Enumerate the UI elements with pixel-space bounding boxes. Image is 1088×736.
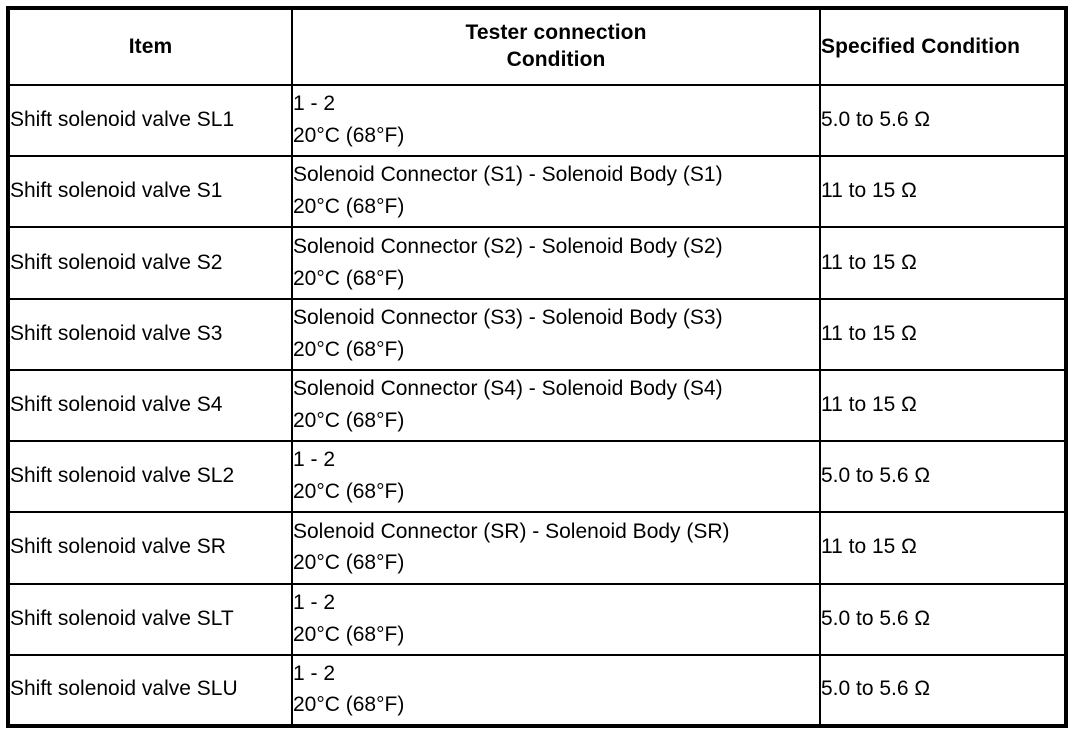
cell-connection-text: Solenoid Connector (S2) - Solenoid Body … [293,234,723,258]
cell-condition-text: 20°C (68°F) [293,195,405,219]
cell-specified-condition: 11 to 15 Ω [819,226,1067,300]
specification-table-container: Item Tester connection Condition Specifi… [6,6,1068,728]
table-row: Shift solenoid valve S3 Solenoid Connect… [7,297,1067,371]
table-row: Shift solenoid valve S1 Solenoid Connect… [7,155,1067,229]
cell-condition-text: 20°C (68°F) [293,480,405,504]
solenoid-specification-table: Item Tester connection Condition Specifi… [6,6,1068,728]
cell-specified-condition: 5.0 to 5.6 Ω [819,653,1067,728]
cell-connection-text: 1 - 2 [293,448,336,472]
cell-condition-text: 20°C (68°F) [293,266,405,290]
column-header-tester-connection-line2: Condition [506,48,606,71]
cell-item: Shift solenoid valve SR [7,511,293,585]
column-header-specified-condition: Specified Condition [819,7,1067,86]
cell-item: Shift solenoid valve S3 [7,297,293,371]
cell-specified-condition: 5.0 to 5.6 Ω [819,582,1067,656]
cell-condition-text: 20°C (68°F) [293,693,405,717]
column-header-item: Item [7,7,293,86]
cell-connection-text: 1 - 2 [293,92,336,116]
cell-item: Shift solenoid valve SL1 [7,83,293,158]
cell-connection-text: Solenoid Connector (S4) - Solenoid Body … [293,377,723,401]
cell-condition-text: 20°C (68°F) [293,124,405,148]
cell-connection-text: Solenoid Connector (S3) - Solenoid Body … [293,305,723,329]
cell-tester-connection: Solenoid Connector (S2) - Solenoid Body … [291,226,821,300]
cell-tester-connection: Solenoid Connector (SR) - Solenoid Body … [291,511,821,585]
cell-condition-text: 20°C (68°F) [293,337,405,361]
cell-item: Shift solenoid valve SL2 [7,440,293,514]
cell-item: Shift solenoid valve S2 [7,226,293,300]
cell-item: Shift solenoid valve SLT [7,582,293,656]
cell-specified-condition: 11 to 15 Ω [819,511,1067,585]
cell-specified-condition: 5.0 to 5.6 Ω [819,83,1067,158]
cell-tester-connection: 1 - 2 20°C (68°F) [291,83,821,158]
table-row: Shift solenoid valve SLT 1 - 2 20°C (68°… [7,582,1067,656]
table-body: Shift solenoid valve SL1 1 - 2 20°C (68°… [7,83,1067,728]
cell-tester-connection: Solenoid Connector (S3) - Solenoid Body … [291,297,821,371]
table-header: Item Tester connection Condition Specifi… [7,7,1067,86]
table-header-row: Item Tester connection Condition Specifi… [7,7,1067,86]
cell-connection-text: 1 - 2 [293,590,336,614]
cell-item: Shift solenoid valve S1 [7,155,293,229]
cell-connection-text: Solenoid Connector (SR) - Solenoid Body … [293,519,730,543]
table-row: Shift solenoid valve S2 Solenoid Connect… [7,226,1067,300]
cell-specified-condition: 11 to 15 Ω [819,155,1067,229]
cell-connection-text: Solenoid Connector (S1) - Solenoid Body … [293,163,723,187]
cell-condition-text: 20°C (68°F) [293,408,405,432]
table-row: Shift solenoid valve SL1 1 - 2 20°C (68°… [7,83,1067,158]
cell-item: Shift solenoid valve SLU [7,653,293,728]
cell-tester-connection: Solenoid Connector (S1) - Solenoid Body … [291,155,821,229]
cell-tester-connection: 1 - 2 20°C (68°F) [291,440,821,514]
cell-specified-condition: 11 to 15 Ω [819,297,1067,371]
cell-tester-connection: 1 - 2 20°C (68°F) [291,653,821,728]
table-row: Shift solenoid valve SL2 1 - 2 20°C (68°… [7,440,1067,514]
cell-specified-condition: 11 to 15 Ω [819,368,1067,443]
cell-connection-text: 1 - 2 [293,661,336,685]
column-header-tester-connection: Tester connection Condition [291,7,821,86]
table-row: Shift solenoid valve SR Solenoid Connect… [7,511,1067,585]
cell-tester-connection: 1 - 2 20°C (68°F) [291,582,821,656]
column-header-tester-connection-line1: Tester connection [465,21,647,45]
cell-condition-text: 20°C (68°F) [293,551,405,575]
cell-tester-connection: Solenoid Connector (S4) - Solenoid Body … [291,368,821,443]
cell-item: Shift solenoid valve S4 [7,368,293,443]
table-row: Shift solenoid valve SLU 1 - 2 20°C (68°… [7,653,1067,728]
cell-specified-condition: 5.0 to 5.6 Ω [819,440,1067,514]
table-row: Shift solenoid valve S4 Solenoid Connect… [7,368,1067,443]
cell-condition-text: 20°C (68°F) [293,622,405,646]
